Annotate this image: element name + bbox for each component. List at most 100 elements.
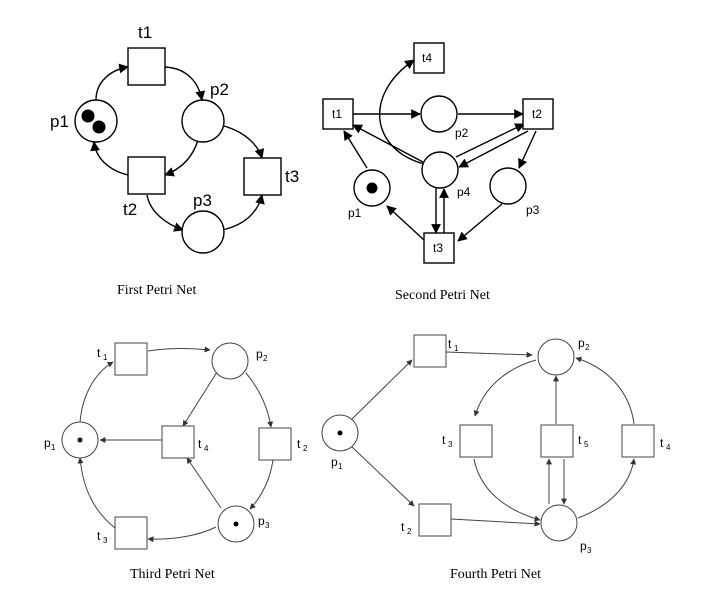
arc-p1-t1 bbox=[343, 130, 368, 169]
label-p1-sub: 1 bbox=[338, 462, 343, 471]
arc-p2-t3 bbox=[223, 125, 265, 159]
token bbox=[81, 109, 95, 123]
place-p1 bbox=[74, 99, 118, 143]
first-petri-net: t1 t2 t3 p1 p2 p3 First Petri Net bbox=[50, 23, 299, 298]
arc-t2-p3 bbox=[518, 130, 537, 169]
arc-p1-t2 bbox=[350, 445, 415, 507]
label-t2-main: t bbox=[401, 520, 405, 534]
label-t4-sub: 4 bbox=[204, 444, 209, 453]
label-p3-main: p bbox=[258, 514, 265, 528]
label-p2-main: p bbox=[256, 347, 263, 361]
second-petri-net: t1 t2 t3 t4 p1 p2 p3 p4 Second Petri Net bbox=[322, 42, 554, 303]
label-t3-sub: 3 bbox=[103, 536, 108, 545]
label-p1-main: p bbox=[44, 436, 51, 450]
token bbox=[337, 430, 343, 436]
arc-t1-p2 bbox=[164, 66, 206, 101]
label-p3: p3 bbox=[193, 191, 212, 210]
token bbox=[77, 437, 83, 443]
arc-t2-p4 bbox=[458, 130, 529, 168]
label-p1: p1 bbox=[348, 206, 362, 220]
label-p2-sub: 2 bbox=[263, 354, 268, 363]
label-p2: p2 bbox=[210, 80, 229, 99]
arc-t3-p1 bbox=[386, 205, 425, 241]
arc-p1-t1 bbox=[79, 361, 114, 424]
transition-t5 bbox=[540, 424, 574, 458]
token bbox=[366, 182, 378, 194]
caption-first-net: First Petri Net bbox=[117, 283, 196, 298]
label-t3-main: t bbox=[442, 433, 446, 447]
transition-t4 bbox=[413, 42, 445, 74]
transition-t2 bbox=[258, 427, 292, 461]
arc-p3-t4 bbox=[577, 458, 637, 519]
transition-t3 bbox=[243, 157, 282, 196]
label-p1: p1 bbox=[50, 112, 69, 131]
transition-t2 bbox=[127, 156, 166, 195]
place-p3 bbox=[540, 504, 578, 542]
arc-t2-p3 bbox=[249, 459, 274, 510]
label-p3-sub: 3 bbox=[265, 521, 270, 530]
place-p3 bbox=[489, 167, 527, 205]
label-t2-main: t bbox=[297, 437, 301, 451]
arc-p4-t1 bbox=[352, 124, 424, 163]
label-p3: p3 bbox=[526, 203, 540, 217]
transition-t4 bbox=[161, 425, 195, 459]
label-p4: p4 bbox=[457, 185, 471, 199]
arc-p1-t1 bbox=[95, 63, 129, 101]
place-p2 bbox=[211, 342, 249, 380]
transition-t1 bbox=[127, 47, 166, 86]
label-t2: t2 bbox=[123, 200, 137, 219]
token bbox=[233, 521, 239, 527]
transition-t2 bbox=[418, 503, 452, 537]
label-p2: p2 bbox=[455, 126, 469, 140]
transition-t1 bbox=[322, 98, 354, 130]
caption-second-net: Second Petri Net bbox=[395, 288, 490, 303]
label-p3-sub: 3 bbox=[587, 546, 592, 555]
label-t4-main: t bbox=[198, 437, 202, 451]
arc-p2-t2 bbox=[245, 372, 274, 428]
arc-t2-p3 bbox=[146, 194, 184, 232]
arc-p2-t4 bbox=[182, 371, 218, 427]
arc-p2-t3 bbox=[473, 359, 537, 417]
label-t5-main: t bbox=[578, 433, 582, 447]
place-p2 bbox=[181, 99, 225, 143]
arc-t2-p1 bbox=[90, 141, 129, 176]
transition-t4 bbox=[621, 424, 655, 458]
label-t2-sub: 2 bbox=[303, 444, 308, 453]
label-t4-main: t bbox=[660, 436, 664, 450]
arc-p2-t2 bbox=[164, 139, 199, 177]
transition-t1 bbox=[114, 342, 148, 376]
label-t1-main: t bbox=[97, 346, 101, 360]
place-p2 bbox=[420, 95, 458, 133]
label-p1-main: p bbox=[331, 455, 338, 469]
label-t2-sub: 2 bbox=[407, 527, 412, 536]
transition-t2 bbox=[522, 98, 554, 130]
place-p2 bbox=[537, 338, 575, 376]
arc-t2-p3 bbox=[450, 518, 541, 527]
arc-p1-t1 bbox=[350, 359, 413, 421]
arc-t3-p3 bbox=[473, 458, 541, 522]
caption-third-net: Third Petri Net bbox=[130, 567, 215, 582]
arc-p3-t4 bbox=[186, 457, 222, 509]
transition-t3 bbox=[114, 516, 148, 550]
label-p3-main: p bbox=[580, 539, 587, 553]
label-p2-sub: 2 bbox=[585, 343, 590, 352]
label-p1-sub: 1 bbox=[51, 443, 56, 452]
place-p3 bbox=[181, 210, 225, 254]
arc-p3-t3 bbox=[147, 526, 217, 543]
arc-p4-t2 bbox=[455, 123, 525, 158]
label-t3-sub: 3 bbox=[448, 440, 453, 449]
caption-fourth-net: Fourth Petri Net bbox=[450, 567, 541, 582]
